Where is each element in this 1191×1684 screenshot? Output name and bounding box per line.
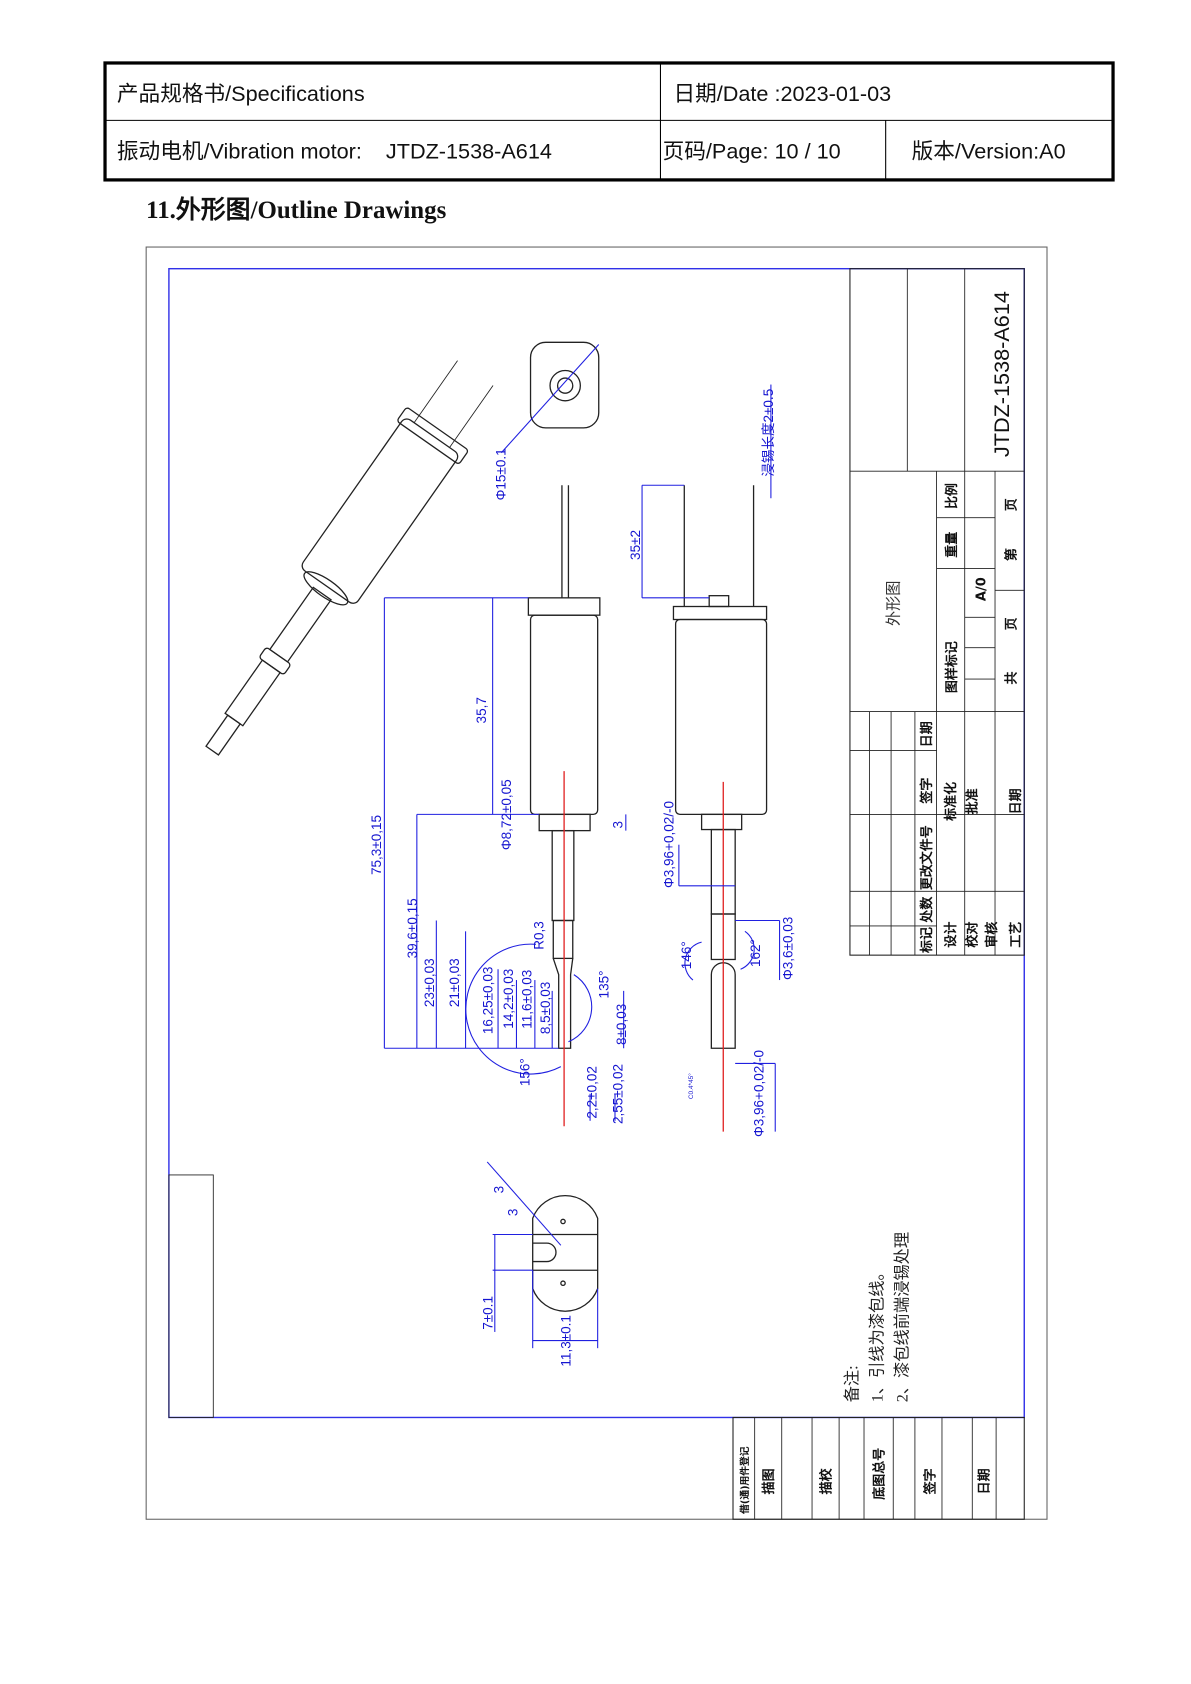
dim-angle-146: 146° (679, 941, 694, 969)
dim-23: 23±0,03 (422, 958, 437, 1007)
dim-8: 8±0,03 (614, 1004, 629, 1045)
dim-16-25: 16,25±0,03 (481, 967, 496, 1035)
header-table: 产品规格书/Specifications 日期/Date :2023-01-03… (103, 61, 1115, 182)
doc-version: 版本/Version:A0 (912, 138, 1066, 163)
drawing-frame (145, 246, 1048, 1520)
dim-2-55: 2,55±0,02 (611, 1064, 626, 1124)
section-title: 11.外形图/Outline Drawings (146, 195, 446, 224)
label-sign-bottom: 签字 (922, 1468, 938, 1495)
motor-side-view-2: 浸锡长度2±0.5 35±2 Φ3,96+0,02/-0 146° 162° Φ… (628, 384, 796, 1137)
label-base-number: 底图总号 (872, 1448, 888, 1500)
dim-35-7: 35,7 (474, 697, 489, 723)
motor-end-view-bottom: 3 3 7±0.1 11,3±0.1 (481, 1161, 599, 1367)
product-name: 振动电机/Vibration motor: JTDZ-1538-A614 (117, 138, 552, 163)
label-count: 处数 (919, 896, 935, 924)
label-trace: 描图 (761, 1468, 777, 1494)
dim-7: 7±0.1 (481, 1296, 496, 1330)
dim-angle-135: 135° (596, 970, 611, 998)
dim-diameter-8-72: Φ8,72±0,05 (499, 779, 514, 850)
dim-21: 21±0,03 (447, 958, 462, 1007)
label-review: 审核 (984, 922, 1000, 948)
motor-side-view-1: 35,7 75,3±0,15 Φ8,72±0,05 3 39,6±0,15 23… (369, 485, 629, 1127)
dim-11-6: 11,6±0,03 (520, 970, 535, 1029)
dim-8-5: 8,5±0,03 (538, 982, 553, 1035)
dim-diameter-3-6: Φ3,6±0,03 (781, 917, 796, 980)
motor-end-view-top: Φ15±0.1 (494, 341, 600, 500)
dim-39-6: 39,6±0,15 (405, 898, 420, 958)
dim-tin-length: 浸锡长度2±0.5 (761, 389, 776, 477)
part-number: JTDZ-1538-A614 (989, 291, 1014, 457)
dim-angle-156: 156° (517, 1058, 532, 1086)
label-trace-check: 描校 (818, 1467, 834, 1494)
title-block: JTDZ-1538-A614 外形图 比例 重量 图样标记 A/0 页 第 页 … (849, 268, 1025, 956)
label-page-no: 第 (1004, 548, 1020, 561)
doc-date: 日期/Date :2023-01-03 (673, 81, 891, 106)
dim-3-end-b: 3 (506, 1209, 521, 1217)
label-page-a: 页 (1005, 498, 1020, 511)
dim-3-shoulder: 3 (611, 821, 626, 829)
label-weight: 重量 (944, 532, 960, 558)
label-mark: 标记 (919, 927, 935, 954)
dim-radius-0-3: R0,3 (532, 921, 547, 950)
dim-35-lead: 35±2 (628, 530, 643, 560)
dim-14-2: 14,2±0,03 (501, 969, 516, 1029)
label-sign: 签字 (919, 778, 935, 805)
motor-isometric-view (205, 360, 494, 756)
label-date-2: 日期 (1009, 788, 1024, 814)
label-total: 共 (1004, 671, 1020, 684)
label-date-bottom: 日期 (978, 1468, 993, 1494)
label-revision: A/0 (974, 577, 989, 601)
bottom-strip: 借(通)用件登记 描图 描校 底图总号 签字 日期 (732, 1416, 1025, 1520)
doc-title: 产品规格书/Specifications (117, 81, 365, 106)
label-approve: 批准 (965, 788, 981, 814)
notes-heading: 备注: (844, 1365, 862, 1402)
dim-11-3: 11,3±0.1 (559, 1315, 574, 1367)
dim-chamfer: C0.4*45° (687, 1073, 695, 1099)
label-scale: 比例 (944, 483, 960, 509)
label-borrow-register: 借(通)用件登记 (738, 1446, 751, 1515)
dim-diameter-3-96-shaft: Φ3,96+0,02/-0 (661, 801, 676, 888)
label-page-b: 页 (1005, 617, 1020, 630)
label-process: 工艺 (1008, 922, 1024, 948)
label-check: 校对 (965, 922, 981, 948)
label-date: 日期 (920, 721, 935, 747)
label-change-doc: 更改文件号 (919, 825, 935, 890)
note-1: 1、引线为漆包线。 (868, 1264, 886, 1402)
label-design: 设计 (943, 922, 959, 948)
dim-diameter-15: Φ15±0.1 (494, 448, 509, 500)
drawing-notes: 备注: 1、引线为漆包线。 2、漆包线前端浸锡处理 (844, 1232, 912, 1402)
dim-angle-162: 162° (748, 939, 763, 967)
note-2: 2、漆包线前端浸锡处理 (893, 1232, 911, 1402)
dim-75-3: 75,3±0,15 (369, 815, 384, 875)
drawing-name: 外形图 (886, 581, 903, 626)
label-drawing-mark: 图样标记 (944, 641, 960, 693)
dim-2-2: 2,2±0,02 (585, 1066, 600, 1119)
label-standard: 标准化 (943, 782, 959, 822)
page-number: 页码/Page: 10 / 10 (663, 138, 841, 163)
dim-3-end-a: 3 (491, 1186, 506, 1194)
dim-diameter-3-96-tip: Φ3,96+0,02/-0 (751, 1050, 766, 1137)
